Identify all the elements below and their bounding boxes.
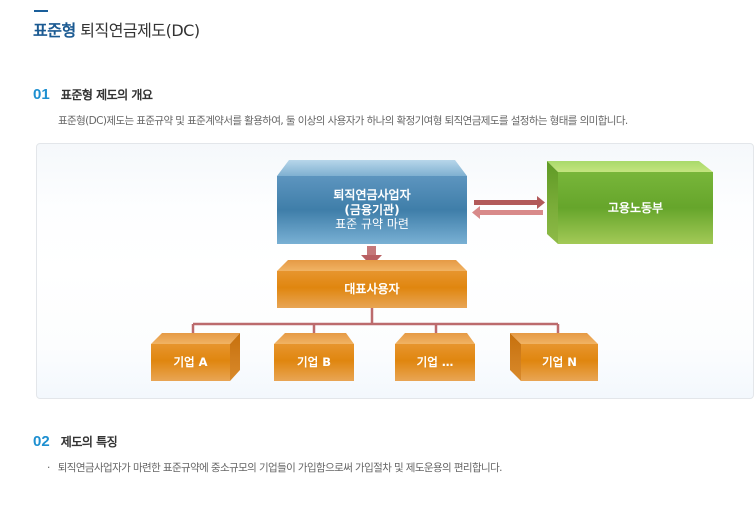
arrow-right-icon [474,196,545,209]
section-number: 01 [33,86,50,103]
provider-box-front [277,176,467,244]
company-n-box-top [510,333,598,344]
connector-lines [191,308,560,340]
section-title: 표준형 제도의 개요 [60,88,153,102]
company-b-label: 기업 B [297,354,331,369]
representative-box-top [277,260,467,271]
title-accent-bar [34,10,48,12]
ministry-label: 고용노동부 [607,200,664,215]
company-a-box-top [151,333,240,344]
structure-diagram: 퇴직연금사업자 (금융기관) 표준 규약 마련 고용노동부 대표사용자 기업 A… [36,143,754,399]
provider-name: 퇴직연금사업자 [333,188,411,203]
provider-role: 표준 규약 마련 [335,217,409,232]
provider-label: 퇴직연금사업자 (금융기관) 표준 규약 마련 [277,176,467,244]
company-etc-box-top [395,333,475,344]
section-title: 제도의 특징 [60,435,118,449]
representative-box-front [277,271,467,308]
ministry-box-side [547,161,558,244]
page-title-rest: 퇴직연금제도(DC) [80,21,200,40]
arrow-left-icon [472,206,543,219]
diagram-graphics [151,160,713,381]
section-number: 02 [33,433,50,450]
section-02-heading: 02 제도의 특징 [33,431,118,450]
page-title: 표준형 퇴직연금제도(DC) [33,17,200,41]
page-title-accent: 표준형 [33,21,76,40]
company-a-box-side [230,333,240,381]
provider-type: (금융기관) [344,202,400,217]
company-etc-label: 기업 … [416,354,454,369]
company-b-box-front [274,344,354,381]
ministry-box-front [558,172,713,244]
company-etc-box-front [395,344,475,381]
company-n-box-side [510,333,521,381]
company-n-box-front [521,344,598,381]
company-a-label: 기업 A [173,354,208,369]
representative-label: 대표사용자 [344,282,400,297]
ministry-box-top [547,161,713,172]
section-01-heading: 01 표준형 제도의 개요 [33,84,153,103]
feature-list-item: · 퇴직연금사업자가 마련한 표준규약에 중소규모의 기업들이 가입함으로써 가입… [47,460,502,475]
company-n-label: 기업 N [542,354,577,369]
feature-text: 퇴직연금사업자가 마련한 표준규약에 중소규모의 기업들이 가입함으로써 가입절… [57,462,503,474]
company-a-box-front [151,344,230,381]
provider-box-top [277,160,467,176]
company-b-box-top [274,333,354,344]
bullet-icon: · [47,462,50,474]
section-01-description: 표준형(DC)제도는 표준규약 및 표준계약서를 활용하여, 둘 이상의 사용자… [58,115,628,127]
